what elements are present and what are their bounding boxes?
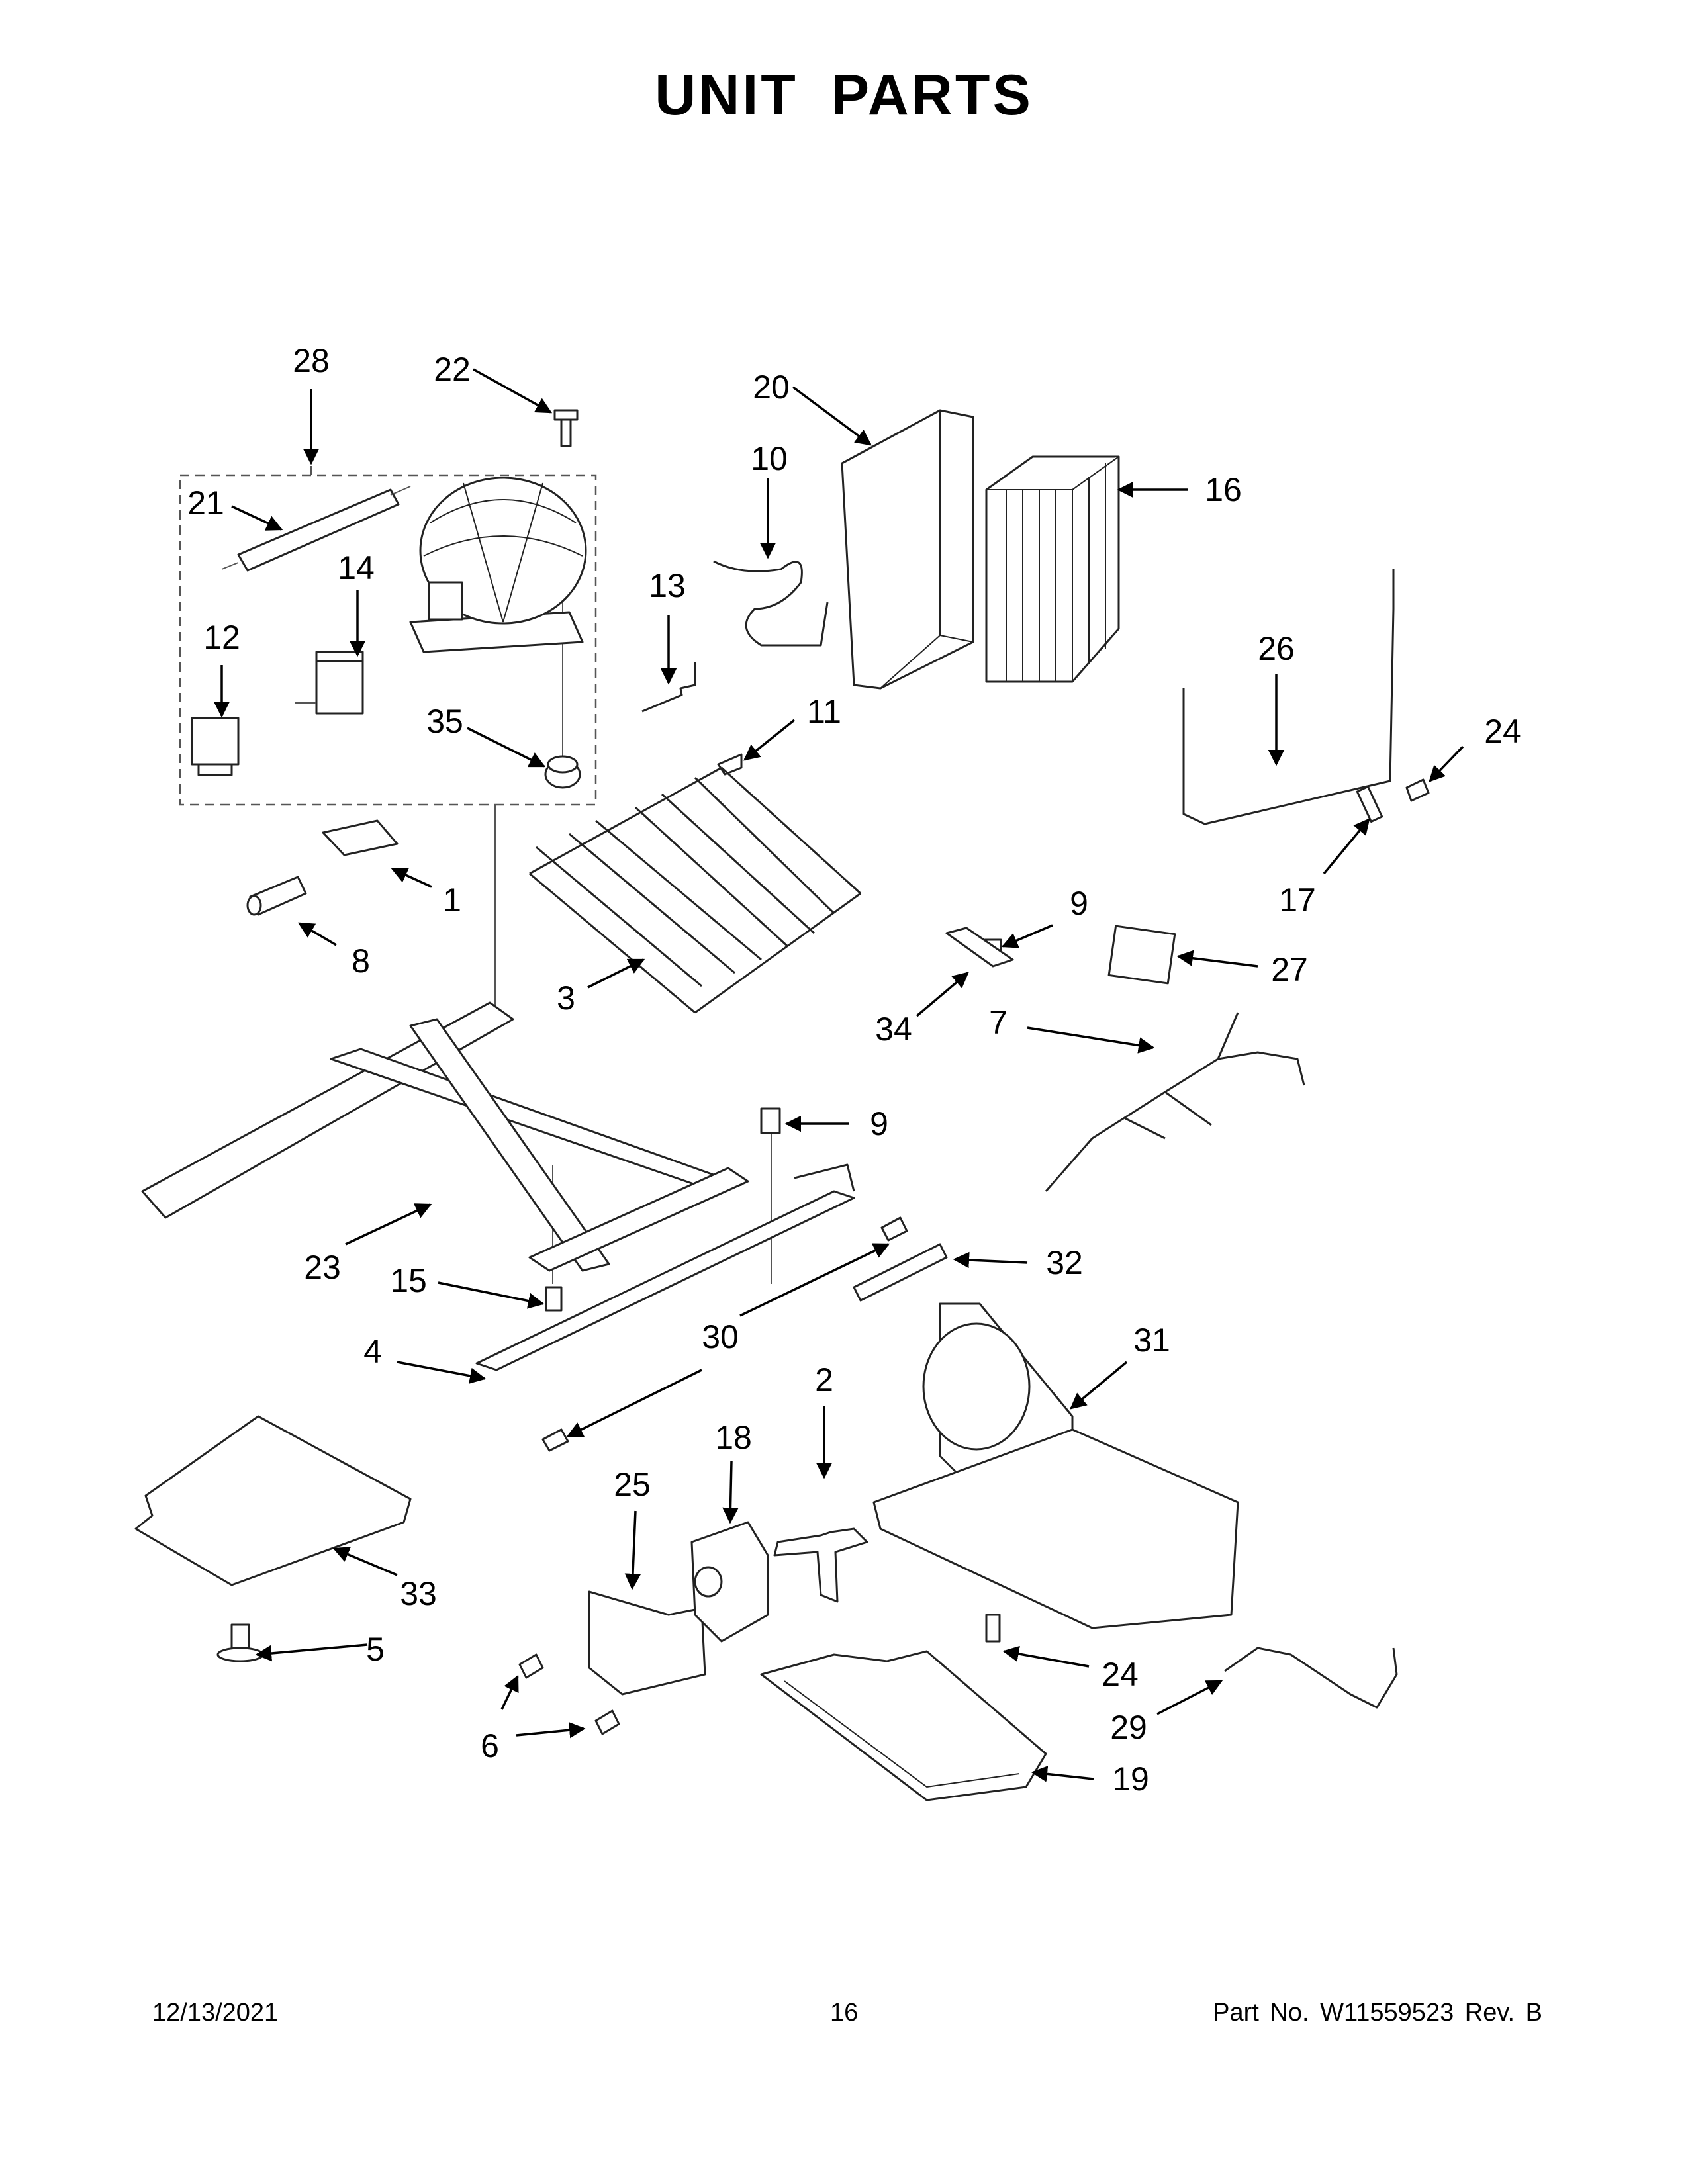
callout-26: 26	[1258, 630, 1295, 667]
part-27-board	[1107, 925, 1176, 985]
part-15-screw	[545, 1286, 563, 1312]
part-14-overload	[295, 651, 364, 715]
callout-10: 10	[751, 440, 788, 477]
part-2-fan-blade	[773, 1527, 868, 1603]
part-10-tube	[713, 560, 829, 647]
callout-3: 3	[557, 979, 575, 1017]
callout-9-lower: 9	[870, 1105, 888, 1142]
callout-4: 4	[363, 1333, 382, 1370]
callout-14: 14	[338, 549, 375, 586]
callout-19: 19	[1112, 1760, 1149, 1797]
callout-31: 31	[1133, 1322, 1170, 1359]
part-11-bracket	[717, 753, 743, 776]
callout-11: 11	[807, 693, 841, 730]
callout-20: 20	[753, 369, 790, 406]
callout-17: 17	[1279, 882, 1316, 919]
part-3-evaporator	[529, 766, 862, 1014]
part-18-fan-motor	[690, 1521, 769, 1643]
callout-1: 1	[443, 882, 461, 919]
part-30-screw-2	[880, 1216, 908, 1242]
part-24-screw-lower	[985, 1614, 1001, 1643]
part-23-base-frame	[141, 1001, 749, 1272]
part-20-shroud	[841, 409, 974, 690]
part-26-wire	[1182, 569, 1395, 825]
part-17-clip	[1356, 786, 1383, 823]
part-6-screw-2	[594, 1709, 620, 1735]
callout-34: 34	[875, 1011, 912, 1048]
callout-28: 28	[293, 342, 330, 379]
callout-25: 25	[614, 1466, 651, 1503]
footer-page-number: 16	[830, 1999, 859, 2026]
footer-date: 12/13/2021	[152, 1999, 279, 2026]
callout-6: 6	[481, 1727, 499, 1764]
part-24-screw-upper	[1405, 778, 1430, 802]
part-30-screw	[541, 1428, 569, 1452]
footer-part-number: Part No. W11559523 Rev. B	[1213, 1999, 1542, 2026]
part-13-tube	[641, 662, 696, 713]
part-12-relay	[191, 717, 240, 776]
part-5-foot	[216, 1623, 264, 1662]
part-35-grommet	[544, 755, 581, 789]
callout-13: 13	[649, 567, 686, 604]
callout-27: 27	[1271, 951, 1308, 988]
part-1-shield	[322, 819, 399, 856]
callout-29: 29	[1110, 1709, 1147, 1746]
callout-2: 2	[815, 1361, 833, 1398]
callout-32: 32	[1046, 1244, 1083, 1281]
callout-30: 30	[702, 1318, 739, 1355]
callout-9-upper: 9	[1070, 885, 1088, 922]
callout-12: 12	[203, 619, 240, 656]
part-34-bracket	[945, 927, 1014, 968]
part-31-fan-housing	[872, 1302, 1239, 1629]
part-29-heater-tube	[1224, 1647, 1398, 1709]
callout-8: 8	[352, 942, 370, 979]
callout-24-upper: 24	[1484, 713, 1521, 750]
callout-22: 22	[434, 351, 471, 388]
part-33-plate	[134, 1415, 412, 1586]
part-7-harness	[1045, 1012, 1305, 1192]
callout-16: 16	[1205, 471, 1242, 508]
part-9-screw-lower	[760, 1107, 781, 1134]
callout-7: 7	[989, 1004, 1008, 1041]
part-6-screw-1	[518, 1653, 544, 1679]
callout-5: 5	[366, 1631, 385, 1668]
callout-15: 15	[390, 1262, 427, 1299]
page-title: UNIT PARTS	[655, 64, 1033, 127]
part-19-drain-pan	[760, 1650, 1047, 1801]
part-16-condenser	[985, 455, 1120, 683]
part-4-rail	[475, 1163, 855, 1371]
part-25-bracket	[588, 1590, 706, 1696]
part-8-tube	[246, 876, 307, 916]
part-22-grommet	[553, 409, 579, 447]
callout-23: 23	[304, 1249, 341, 1286]
callout-35: 35	[426, 703, 463, 740]
part-32-strap	[853, 1243, 948, 1302]
callout-18: 18	[715, 1419, 752, 1456]
callout-24-lower: 24	[1102, 1656, 1139, 1693]
compressor-kit-dashed-box	[179, 474, 597, 806]
callout-33: 33	[400, 1575, 437, 1612]
callout-21: 21	[187, 484, 224, 522]
part-21-drier	[221, 486, 411, 572]
leader-lines	[213, 368, 1464, 1782]
compressor	[409, 477, 587, 653]
